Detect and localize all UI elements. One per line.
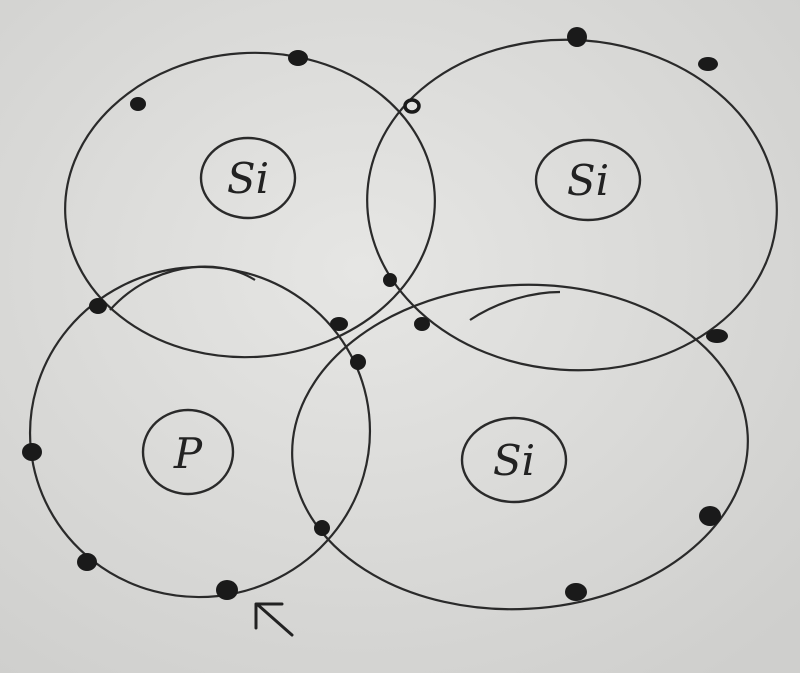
electron-dot: [699, 506, 721, 526]
electron-dot: [350, 354, 366, 370]
electron-dot: [330, 317, 348, 331]
electron-dot: [383, 273, 397, 287]
nucleus-top-left: [199, 136, 297, 220]
electron-dot: [216, 580, 238, 600]
atom-label-top-right: Si: [567, 156, 609, 205]
sketch-stroke: [109, 265, 256, 311]
atom-label-bottom-left: P: [173, 429, 203, 478]
nucleus-bottom-right: [460, 416, 568, 504]
electron-dot: [77, 553, 97, 571]
shell-top-left: [64, 51, 436, 359]
electron-dot: [314, 520, 330, 536]
electron-dot: [288, 50, 308, 66]
sketch-stroke: [469, 290, 561, 321]
atom-label-top-left: Si: [227, 154, 269, 203]
arrow-up-left-icon: [254, 602, 294, 637]
electron-dot: [22, 443, 42, 461]
nucleus-top-right: [534, 138, 642, 222]
electron-dot: [414, 317, 430, 331]
electron-dot: [403, 98, 421, 114]
atom-label-bottom-right: Si: [493, 436, 535, 485]
electron-dot: [698, 57, 718, 71]
shell-bottom-right: [291, 283, 749, 611]
electron-dot: [706, 329, 728, 343]
nucleus-bottom-left: [141, 408, 235, 496]
electron-dot: [89, 298, 107, 314]
electron-dot: [567, 27, 587, 47]
electron-dot: [130, 97, 146, 111]
electron-dot: [565, 583, 587, 601]
